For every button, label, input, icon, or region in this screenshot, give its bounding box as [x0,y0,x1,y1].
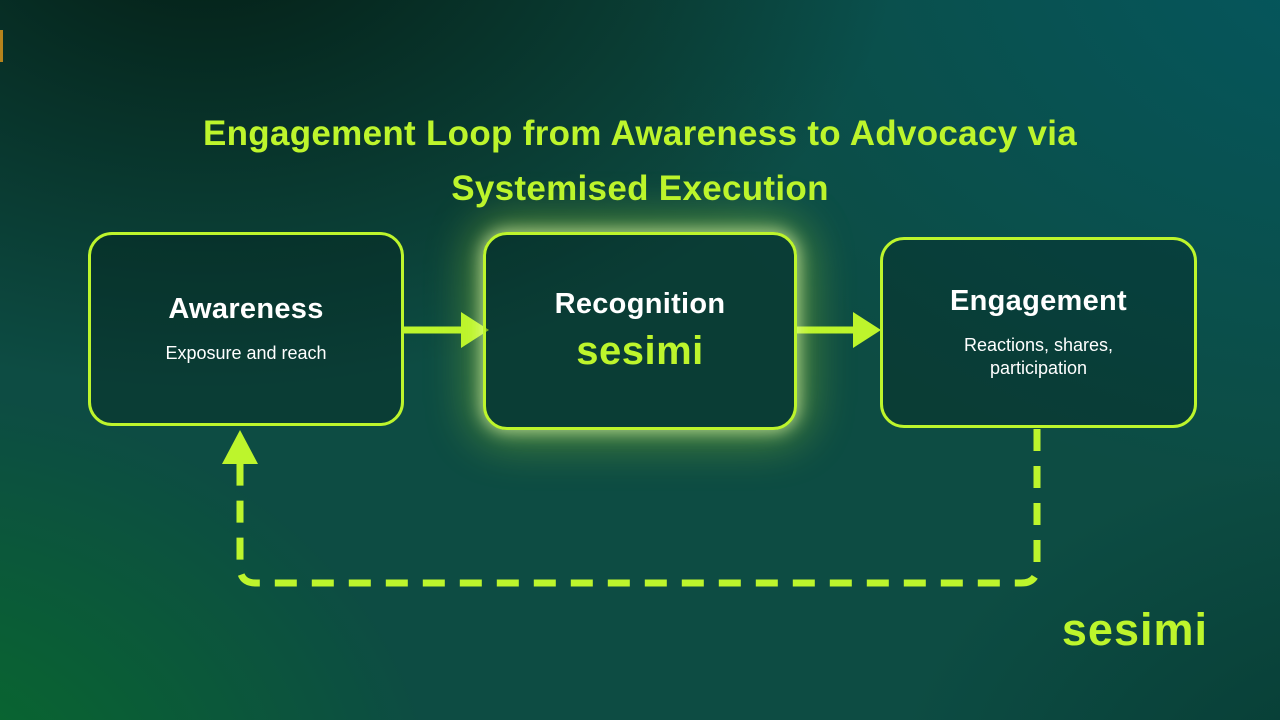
box-recognition: Recognition sesimi [483,232,797,430]
page-title-line-2: Systemised Execution [451,169,829,208]
feedback-loop-arrowhead [222,430,258,464]
recognition-brand-wordmark: sesimi [576,329,704,373]
page-title: Engagement Loop from Awareness to Advoca… [0,106,1280,216]
box-engagement: Engagement Reactions, shares, participat… [880,237,1197,428]
awareness-heading: Awareness [168,293,324,325]
box-awareness: Awareness Exposure and reach [88,232,404,426]
engagement-subtext: Reactions, shares, participation [963,335,1114,378]
left-edge-tab [0,30,3,62]
engagement-heading: Engagement [949,285,1128,317]
feedback-loop-engagement-to-awareness [222,429,1041,587]
page-title-line-1: Engagement Loop from Awareness to Advoca… [202,114,1078,153]
arrow-awareness-to-recognition [404,312,489,348]
awareness-subtext: Exposure and reach [165,343,327,363]
arrow-recognition-to-engagement [797,312,881,348]
recognition-heading: Recognition [554,288,726,320]
footer-brand-logo: sesimi [1061,604,1208,655]
